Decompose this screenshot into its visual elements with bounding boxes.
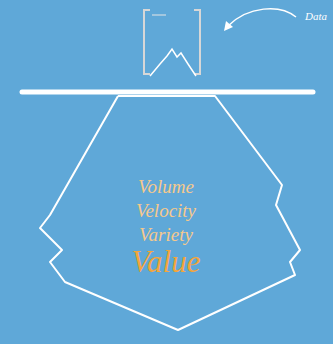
iceberg-body: VolumeVelocityVarietyValue [28, 95, 304, 333]
tiny-mark [152, 15, 166, 16]
iceberg-tip [150, 49, 196, 76]
v-word: Variety [139, 223, 193, 247]
v-word: Velocity [136, 199, 196, 223]
arrow-head [224, 21, 233, 31]
focus-bracket [144, 10, 200, 74]
data-label: Data [305, 10, 327, 22]
text-stack: VolumeVelocityVarietyValue [28, 175, 304, 277]
water-line [22, 90, 313, 95]
pointer-arrow [228, 9, 296, 26]
iceberg-outline-path [40, 96, 300, 330]
v-word: Value [132, 246, 201, 277]
v-word: Volume [138, 175, 194, 199]
